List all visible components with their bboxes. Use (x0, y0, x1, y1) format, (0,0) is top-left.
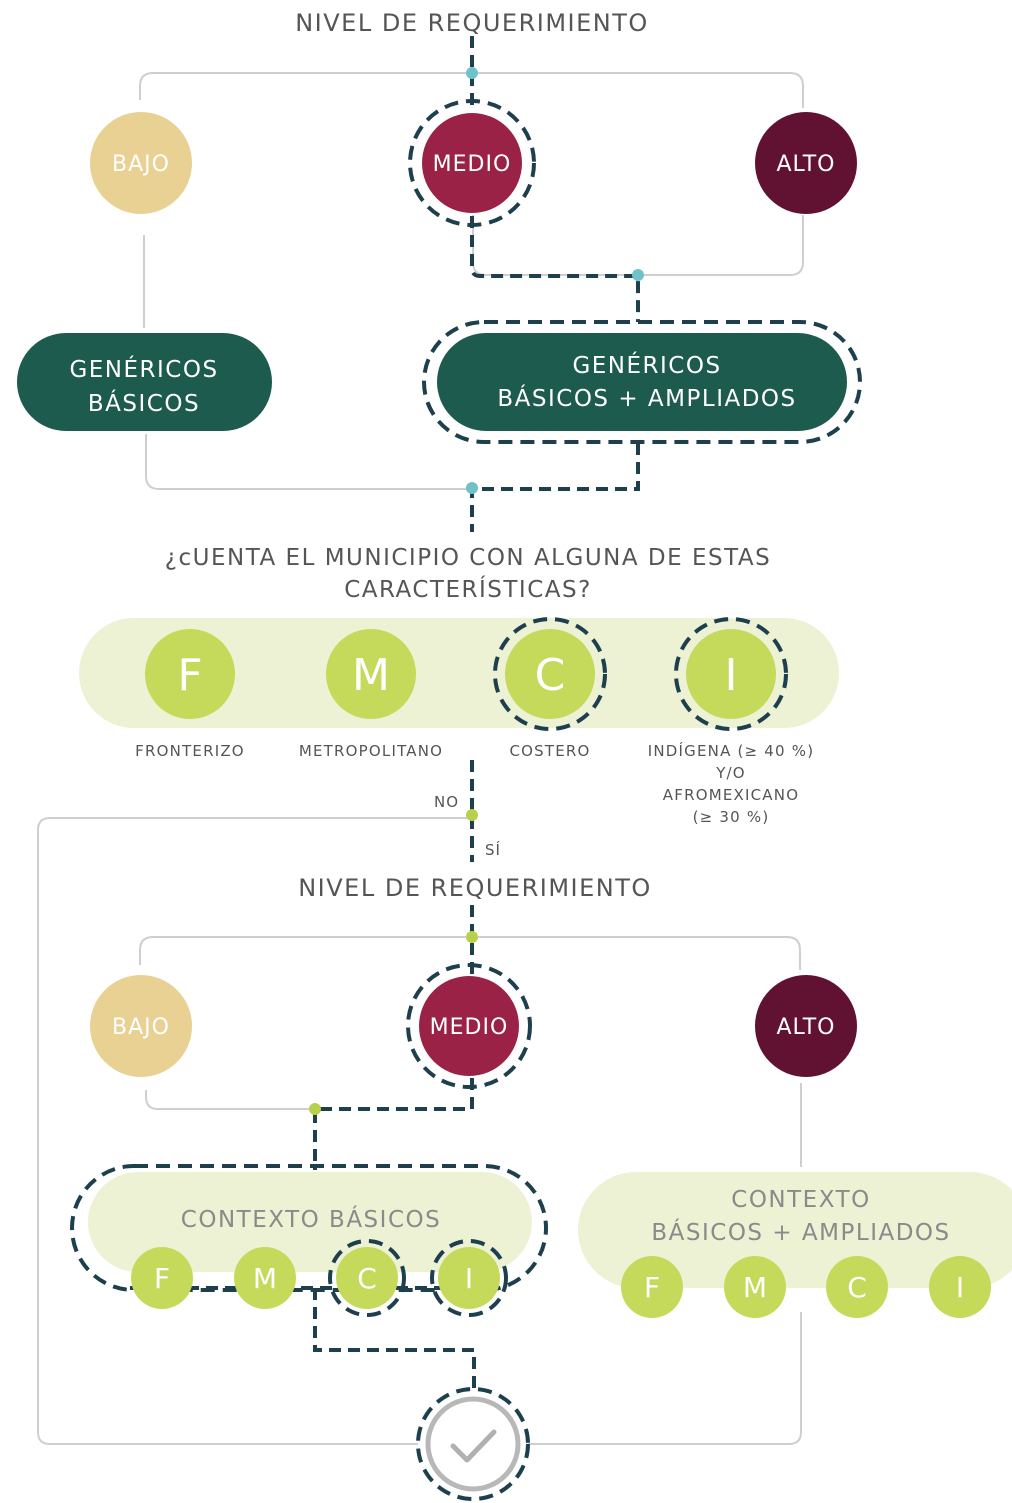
context-extended-line2: BÁSICOS + AMPLIADOS (651, 1218, 950, 1246)
context-i-letter: I (956, 1271, 964, 1304)
connector-bajo-merge (145, 1090, 315, 1110)
junction-node (309, 1103, 321, 1115)
feature-m-label: METROPOLITANO (299, 742, 443, 760)
level-bajo-label: BAJO (112, 152, 170, 177)
context-f-circle (131, 1247, 193, 1309)
feature-i-circle (686, 629, 776, 719)
selected-ring (406, 963, 532, 1089)
context-basic-pill (88, 1172, 532, 1272)
feature-i-label-line4: (≥ 30 %) (693, 808, 770, 826)
feature-f-label: FRONTERIZO (135, 742, 245, 760)
generic-basic-pill (17, 333, 272, 431)
context-f-letter: F (644, 1271, 660, 1304)
branch-yes-label: SÍ (485, 840, 501, 859)
path-extended-to-question (470, 443, 640, 532)
context-c-letter: C (847, 1271, 867, 1304)
context-m-circle (724, 1256, 786, 1318)
feature-c-label: COSTERO (509, 742, 590, 760)
checkmark-icon (450, 1429, 497, 1463)
feature-c-circle (505, 629, 595, 719)
path-medio-to-extended (470, 216, 640, 322)
connector-medio-alto (472, 215, 804, 276)
level-bajo-circle (90, 975, 192, 1077)
junction-node (632, 269, 644, 281)
context-extended-line1: CONTEXTO (731, 1187, 870, 1213)
feature-f-letter: F (177, 650, 202, 701)
junction-node (466, 809, 478, 821)
context-f-circle (621, 1256, 683, 1318)
junction-node (466, 931, 478, 943)
level-medio-label: MEDIO (433, 152, 512, 177)
feature-i-letter: I (725, 650, 738, 701)
context-m-circle (234, 1247, 296, 1309)
feature-f-circle (145, 629, 235, 719)
branch-no-label: NO (434, 793, 459, 811)
context-c-circle (826, 1256, 888, 1318)
level-alto-circle (755, 112, 857, 214)
level-medio-circle (419, 976, 519, 1076)
context-m-letter: M (253, 1262, 277, 1295)
selected-ring (70, 1164, 548, 1292)
feature-c-letter: C (535, 650, 566, 701)
context-i-circle (438, 1247, 500, 1309)
feature-i-label-line3: AFROMEXICANO (663, 786, 799, 804)
question-line2: CARACTERÍSTICAS? (344, 575, 592, 603)
question-line1: ¿cUENTA EL MUNICIPIO CON ALGUNA DE ESTAS (165, 545, 771, 571)
context-extended-pill (578, 1172, 1012, 1288)
level-bajo-circle (90, 112, 192, 214)
feature-m-letter: M (352, 650, 390, 701)
feature-m-circle (326, 629, 416, 719)
generic-extended-line2: BÁSICOS + AMPLIADOS (497, 384, 796, 412)
level-medio-label-2: MEDIO (430, 1015, 509, 1040)
context-i-circle (929, 1256, 991, 1318)
path-context-to-check (313, 1288, 476, 1393)
context-i-letter: I (465, 1262, 473, 1295)
section1-title: NIVEL DE REQUERIMIENTO (295, 9, 649, 37)
level-alto-label: ALTO (776, 152, 835, 177)
selected-ring (430, 1239, 508, 1317)
final-check-circle (425, 1396, 521, 1492)
connector-no-branch (37, 817, 470, 1445)
connector-basic-merge (145, 434, 473, 490)
level-alto-label-2: ALTO (776, 1015, 835, 1040)
selected-ring (328, 1239, 406, 1317)
level-medio-circle (422, 113, 522, 213)
level-bajo-label-2: BAJO (112, 1015, 170, 1040)
context-m-letter: M (743, 1271, 767, 1304)
selected-ring (416, 1387, 530, 1501)
junction-node (466, 67, 478, 79)
context-basic-title: CONTEXTO BÁSICOS (181, 1205, 441, 1233)
level-alto-circle (755, 975, 857, 1077)
section2-title: NIVEL DE REQUERIMIENTO (298, 874, 652, 902)
junction-node (466, 482, 478, 494)
generic-extended-line1: GENÉRICOS (572, 351, 721, 379)
selected-ring (422, 320, 862, 444)
feature-i-label-line2: Y/O (715, 764, 746, 782)
feature-i-label-line1: INDÍGENA (≥ 40 %) (648, 741, 815, 760)
generic-basic-line1: GENÉRICOS (69, 355, 218, 383)
generic-extended-pill (437, 333, 847, 431)
context-c-letter: C (357, 1262, 377, 1295)
selected-ring (493, 617, 607, 731)
path-medio-to-context (313, 1078, 474, 1170)
selected-ring (408, 99, 536, 227)
generic-basic-line2: BÁSICOS (88, 389, 200, 417)
context-c-circle (336, 1247, 398, 1309)
context-f-letter: F (154, 1262, 170, 1295)
connector-extended-to-check (528, 1312, 802, 1445)
selected-ring (674, 617, 788, 731)
characteristics-band (79, 618, 839, 728)
